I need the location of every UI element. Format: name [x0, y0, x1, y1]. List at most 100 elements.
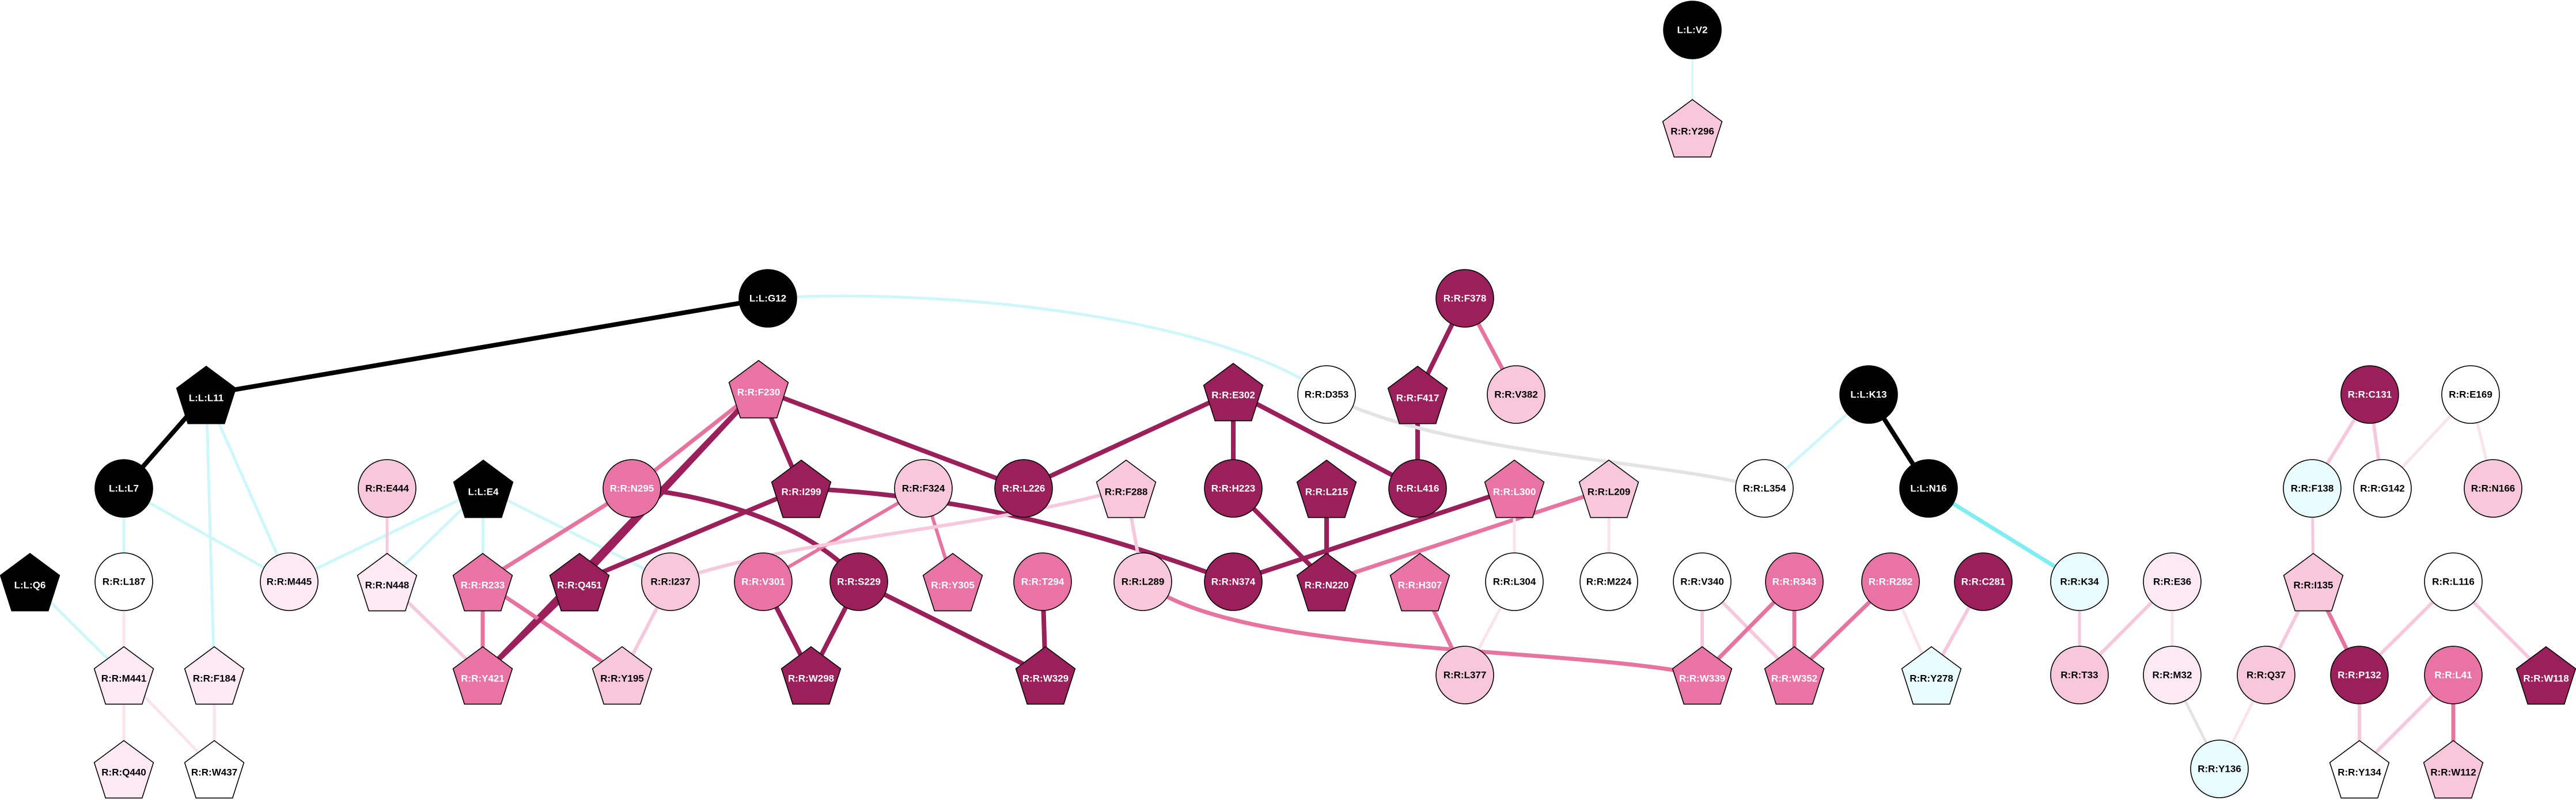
node-r-r-l187[interactable]: R:R:L187 — [94, 552, 153, 611]
node-circle-shape — [2424, 552, 2483, 611]
node-l-l-l7[interactable]: L:L:L7 — [94, 459, 153, 518]
node-r-r-i299[interactable]: R:R:I299 — [771, 459, 832, 518]
node-r-r-y421[interactable]: R:R:Y421 — [452, 646, 513, 705]
node-r-r-r282[interactable]: R:R:R282 — [1861, 552, 1920, 611]
node-r-r-l215[interactable]: R:R:L215 — [1296, 459, 1357, 518]
node-r-r-m224[interactable]: R:R:M224 — [1579, 552, 1638, 611]
node-r-r-e36[interactable]: R:R:E36 — [2143, 552, 2202, 611]
node-r-r-w339[interactable]: R:R:W339 — [1672, 646, 1733, 705]
node-r-r-r343[interactable]: R:R:R343 — [1765, 552, 1824, 611]
node-r-r-w298[interactable]: R:R:W298 — [781, 646, 842, 705]
node-r-r-m441[interactable]: R:R:M441 — [93, 646, 154, 705]
node-label: R:R:L416 — [1396, 483, 1439, 494]
node-circle-shape — [641, 552, 700, 611]
node-circle-shape — [1013, 552, 1072, 611]
node-r-r-v301[interactable]: R:R:V301 — [734, 552, 793, 611]
node-r-r-c281[interactable]: R:R:C281 — [1954, 552, 2013, 611]
node-r-r-l226[interactable]: R:R:L226 — [994, 459, 1053, 518]
node-r-r-w437[interactable]: R:R:W437 — [184, 740, 245, 799]
node-r-r-l354[interactable]: R:R:L354 — [1735, 459, 1794, 518]
node-r-r-g142[interactable]: R:R:G142 — [2353, 459, 2412, 518]
node-r-r-i135[interactable]: R:R:I135 — [2283, 552, 2344, 612]
node-r-r-q37[interactable]: R:R:Q37 — [2237, 646, 2295, 704]
node-r-r-p132[interactable]: R:R:P132 — [2330, 646, 2389, 704]
node-r-r-f324[interactable]: R:R:F324 — [894, 459, 953, 518]
node-l-l-l11[interactable]: L:L:L11 — [176, 365, 237, 424]
node-r-r-y195[interactable]: R:R:Y195 — [592, 646, 653, 705]
node-r-r-w112[interactable]: R:R:W112 — [2423, 740, 2484, 799]
node-label: R:R:L116 — [2432, 577, 2475, 587]
node-l-l-v2[interactable]: L:L:V2 — [1663, 1, 1722, 59]
node-r-r-y278[interactable]: R:R:Y278 — [1901, 646, 1962, 705]
node-r-r-h307[interactable]: R:R:H307 — [1389, 552, 1450, 612]
node-r-r-y305[interactable]: R:R:Y305 — [922, 552, 983, 612]
node-r-r-d353[interactable]: R:R:D353 — [1297, 365, 1356, 424]
node-r-r-l416[interactable]: R:R:L416 — [1388, 459, 1447, 518]
node-r-r-f288[interactable]: R:R:F288 — [1096, 459, 1157, 518]
node-r-r-l116[interactable]: R:R:L116 — [2424, 552, 2483, 611]
node-r-r-k34[interactable]: R:R:K34 — [2050, 552, 2109, 611]
node-l-l-g12[interactable]: L:L:G12 — [738, 269, 797, 328]
node-r-r-m445[interactable]: R:R:M445 — [260, 552, 319, 611]
node-l-l-q6[interactable]: L:L:Q6 — [0, 552, 60, 612]
edge-r-r-f230-to-r-r-y421 — [480, 386, 761, 677]
node-r-r-q451[interactable]: R:R:Q451 — [549, 552, 610, 612]
node-l-l-k13[interactable]: L:L:K13 — [1839, 365, 1898, 424]
node-r-r-y296[interactable]: R:R:Y296 — [1662, 98, 1723, 158]
node-r-r-m32[interactable]: R:R:M32 — [2143, 646, 2202, 704]
edge-r-r-e302-to-r-r-l416 — [1231, 389, 1420, 491]
node-label: R:R:C281 — [1961, 577, 2006, 587]
node-r-r-s229[interactable]: R:R:S229 — [829, 552, 888, 611]
node-r-r-l289[interactable]: R:R:L289 — [1113, 552, 1172, 611]
node-r-r-n448[interactable]: R:R:N448 — [357, 552, 418, 612]
node-r-r-l41[interactable]: R:R:L41 — [2424, 646, 2483, 704]
node-r-r-t33[interactable]: R:R:T33 — [2050, 646, 2109, 704]
node-r-r-i237[interactable]: R:R:I237 — [641, 552, 700, 611]
node-r-r-v382[interactable]: R:R:V382 — [1487, 365, 1545, 424]
node-r-r-f417[interactable]: R:R:F417 — [1387, 365, 1448, 424]
node-label: R:R:P132 — [2338, 670, 2381, 681]
node-r-r-n166[interactable]: R:R:N166 — [2464, 459, 2522, 518]
node-r-r-f378[interactable]: R:R:F378 — [1435, 269, 1494, 328]
node-circle-shape — [2050, 552, 2109, 611]
node-r-r-q440[interactable]: R:R:Q440 — [93, 740, 154, 799]
node-r-r-t294[interactable]: R:R:T294 — [1013, 552, 1072, 611]
node-l-l-e4[interactable]: L:L:E4 — [453, 459, 514, 518]
node-r-r-w118[interactable]: R:R:W118 — [2516, 646, 2576, 705]
node-r-r-y136[interactable]: R:R:Y136 — [2190, 740, 2249, 798]
node-r-r-v340[interactable]: R:R:V340 — [1673, 552, 1732, 611]
node-r-r-f138[interactable]: R:R:F138 — [2283, 459, 2342, 518]
node-pentagon-shape — [922, 552, 983, 612]
node-r-r-w352[interactable]: R:R:W352 — [1764, 646, 1825, 705]
node-r-r-r233[interactable]: R:R:R233 — [452, 552, 513, 612]
node-l-l-n16[interactable]: L:L:N16 — [1899, 459, 1958, 518]
node-r-r-l377[interactable]: R:R:L377 — [1435, 646, 1494, 704]
node-r-r-n220[interactable]: R:R:N220 — [1296, 552, 1357, 612]
node-r-r-c131[interactable]: R:R:C131 — [2340, 365, 2399, 424]
edge-r-r-l289-to-r-r-w339 — [1141, 579, 1704, 677]
node-label: R:R:L41 — [2434, 670, 2472, 681]
node-circle-shape — [1735, 459, 1794, 518]
node-r-r-f184[interactable]: R:R:F184 — [184, 646, 245, 705]
node-r-r-f230[interactable]: R:R:F230 — [728, 359, 789, 419]
node-label: R:R:L209 — [1588, 487, 1631, 498]
edge-r-r-l209-to-r-r-n220 — [1324, 486, 1611, 584]
node-pentagon-shape — [1296, 459, 1357, 518]
node-r-r-l304[interactable]: R:R:L304 — [1485, 552, 1544, 611]
node-circle-shape — [2050, 646, 2109, 704]
node-r-r-e444[interactable]: R:R:E444 — [358, 459, 416, 518]
node-r-r-y134[interactable]: R:R:Y134 — [2329, 740, 2390, 799]
node-r-r-w329[interactable]: R:R:W329 — [1015, 646, 1076, 705]
node-pentagon-shape — [93, 740, 154, 799]
node-label: R:R:H223 — [1211, 483, 1256, 494]
node-label: R:R:F184 — [193, 673, 236, 684]
node-r-r-e169[interactable]: R:R:E169 — [2441, 365, 2500, 424]
node-r-r-h223[interactable]: R:R:H223 — [1204, 459, 1263, 518]
node-r-r-n374[interactable]: R:R:N374 — [1204, 552, 1263, 611]
node-r-r-l209[interactable]: R:R:L209 — [1578, 459, 1639, 518]
node-label: R:R:I299 — [782, 487, 821, 498]
node-r-r-e302[interactable]: R:R:E302 — [1203, 362, 1264, 422]
node-r-r-n295[interactable]: R:R:N295 — [603, 459, 661, 518]
node-r-r-l300[interactable]: R:R:L300 — [1484, 459, 1545, 518]
edge-r-r-f324-to-r-r-v301 — [762, 487, 925, 583]
